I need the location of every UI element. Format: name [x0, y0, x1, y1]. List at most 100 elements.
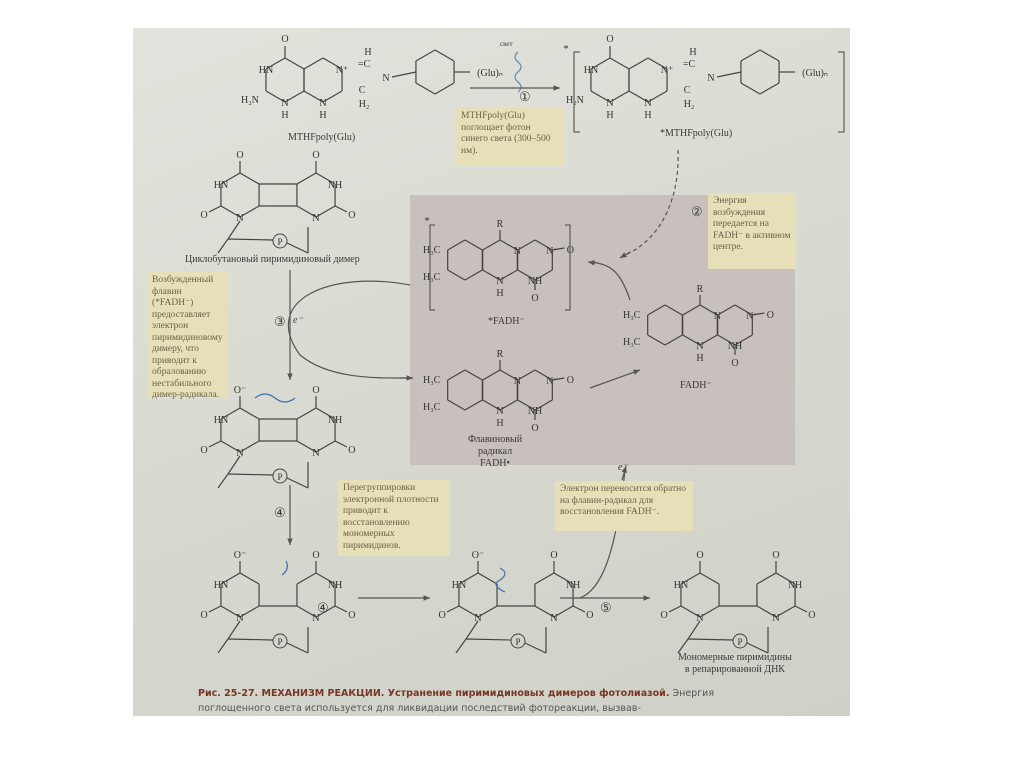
bond-line	[680, 572, 701, 585]
bond-line	[296, 605, 317, 618]
note-step-1: MTHFpoly(Glu) поглощает фотон синего све…	[456, 108, 564, 166]
bond-line	[517, 239, 536, 251]
arrow-radical-to-fadh-head	[633, 369, 640, 375]
atom-label: O⁻	[234, 385, 247, 396]
bond-line	[296, 205, 317, 218]
bond-line	[315, 407, 336, 420]
bond-line	[647, 57, 668, 70]
atom-label: *	[425, 216, 430, 227]
bracket	[429, 224, 571, 311]
bond-line	[239, 407, 260, 420]
atom-label: H₂N	[241, 95, 259, 106]
bond-line	[677, 638, 689, 654]
arrow-tip-head	[621, 466, 627, 473]
flavin-radical-line: радикал	[477, 446, 513, 457]
bond-line	[517, 399, 536, 411]
atom-label: P	[277, 472, 282, 482]
bond-line	[464, 399, 483, 411]
atom-label: HN	[214, 415, 228, 426]
bond-line	[482, 239, 501, 251]
bond-line	[534, 399, 553, 411]
bond-line	[699, 605, 720, 618]
atom-label: N	[236, 613, 243, 624]
bond-line	[687, 620, 701, 640]
bond-line	[759, 49, 780, 62]
bond-line	[217, 238, 229, 254]
atom-label: N	[312, 613, 319, 624]
bond-line	[220, 205, 241, 218]
atom-label: N⁻	[546, 246, 559, 257]
bond-line	[628, 90, 649, 103]
mthf-excited-label: *MTHFpoly(Glu)	[660, 128, 733, 139]
bond-line	[296, 440, 317, 453]
atom-label: =C	[683, 59, 696, 70]
bond-line	[499, 269, 518, 281]
bond-line	[286, 642, 309, 654]
atom-label: O	[312, 550, 319, 561]
atom-label: N	[474, 613, 481, 624]
atom-label: H	[496, 418, 503, 429]
arrow-step-1-head	[553, 85, 560, 91]
bond-line	[227, 238, 274, 241]
bond-line	[415, 49, 436, 62]
bond-line	[296, 407, 317, 420]
atom-label: O	[696, 550, 703, 561]
bond-line	[315, 572, 336, 585]
flavin-radical-line: Флавиновый	[468, 434, 523, 445]
bond-line	[680, 605, 701, 618]
bracket	[573, 51, 845, 133]
bond-line	[572, 605, 586, 613]
bond-line	[477, 572, 498, 585]
arrow-step-3-tip-head	[406, 375, 413, 381]
bond-line	[434, 82, 455, 95]
monomer-label: Мономерные пиримидины в репарированной Д…	[678, 652, 792, 676]
atom-label: H	[696, 353, 703, 364]
bond-line	[220, 605, 241, 618]
bond-line	[740, 82, 761, 95]
atom-label: N⁺	[661, 65, 674, 76]
atom-label: O	[661, 610, 668, 621]
atom-label: O	[312, 150, 319, 161]
bond-line	[239, 172, 260, 185]
atom-label: N	[696, 613, 703, 624]
bond-line	[482, 369, 501, 381]
atom-label: N	[772, 613, 779, 624]
atom-label: O	[201, 610, 208, 621]
atom-label: H₂	[359, 99, 370, 110]
atom-label: O	[531, 293, 538, 304]
electron-label: e⁻	[293, 315, 303, 326]
bond-line	[284, 90, 305, 103]
bond-line	[208, 605, 222, 613]
atom-label: N	[696, 341, 703, 352]
arrow-step-2	[624, 149, 679, 256]
bond-line	[734, 304, 753, 316]
atom-label: N	[312, 213, 319, 224]
bond-line	[464, 239, 483, 251]
atom-label: =C	[358, 59, 371, 70]
bond-line	[740, 49, 761, 62]
atom-label: N	[550, 613, 557, 624]
bond-line	[687, 638, 734, 641]
flavin-radical-line: FADH•	[480, 458, 511, 469]
bond-line	[668, 605, 682, 613]
bond-line	[315, 605, 336, 618]
atom-label: HN	[452, 580, 466, 591]
atom-label: (Glu)ₙ	[477, 68, 503, 79]
bond-line	[447, 239, 466, 251]
bond-line	[664, 334, 683, 346]
dimer-label: Циклобутановый пиримидиновый димер	[185, 254, 360, 265]
bond-line	[286, 477, 309, 489]
arrow-step-4-head	[423, 595, 430, 601]
phosphate-icon	[510, 633, 526, 649]
atom-label: H₂N	[566, 95, 584, 106]
bond-line	[265, 57, 286, 70]
bond-line	[534, 239, 553, 251]
atom-label: *	[564, 44, 569, 55]
atom-label: (Glu)ₙ	[802, 68, 828, 79]
atom-label: O	[312, 385, 319, 396]
atom-label: H	[644, 110, 651, 121]
atom-label: NH	[788, 580, 802, 591]
atom-label: N	[281, 98, 288, 109]
bond-line	[415, 82, 436, 95]
atom-label: O	[808, 610, 815, 621]
